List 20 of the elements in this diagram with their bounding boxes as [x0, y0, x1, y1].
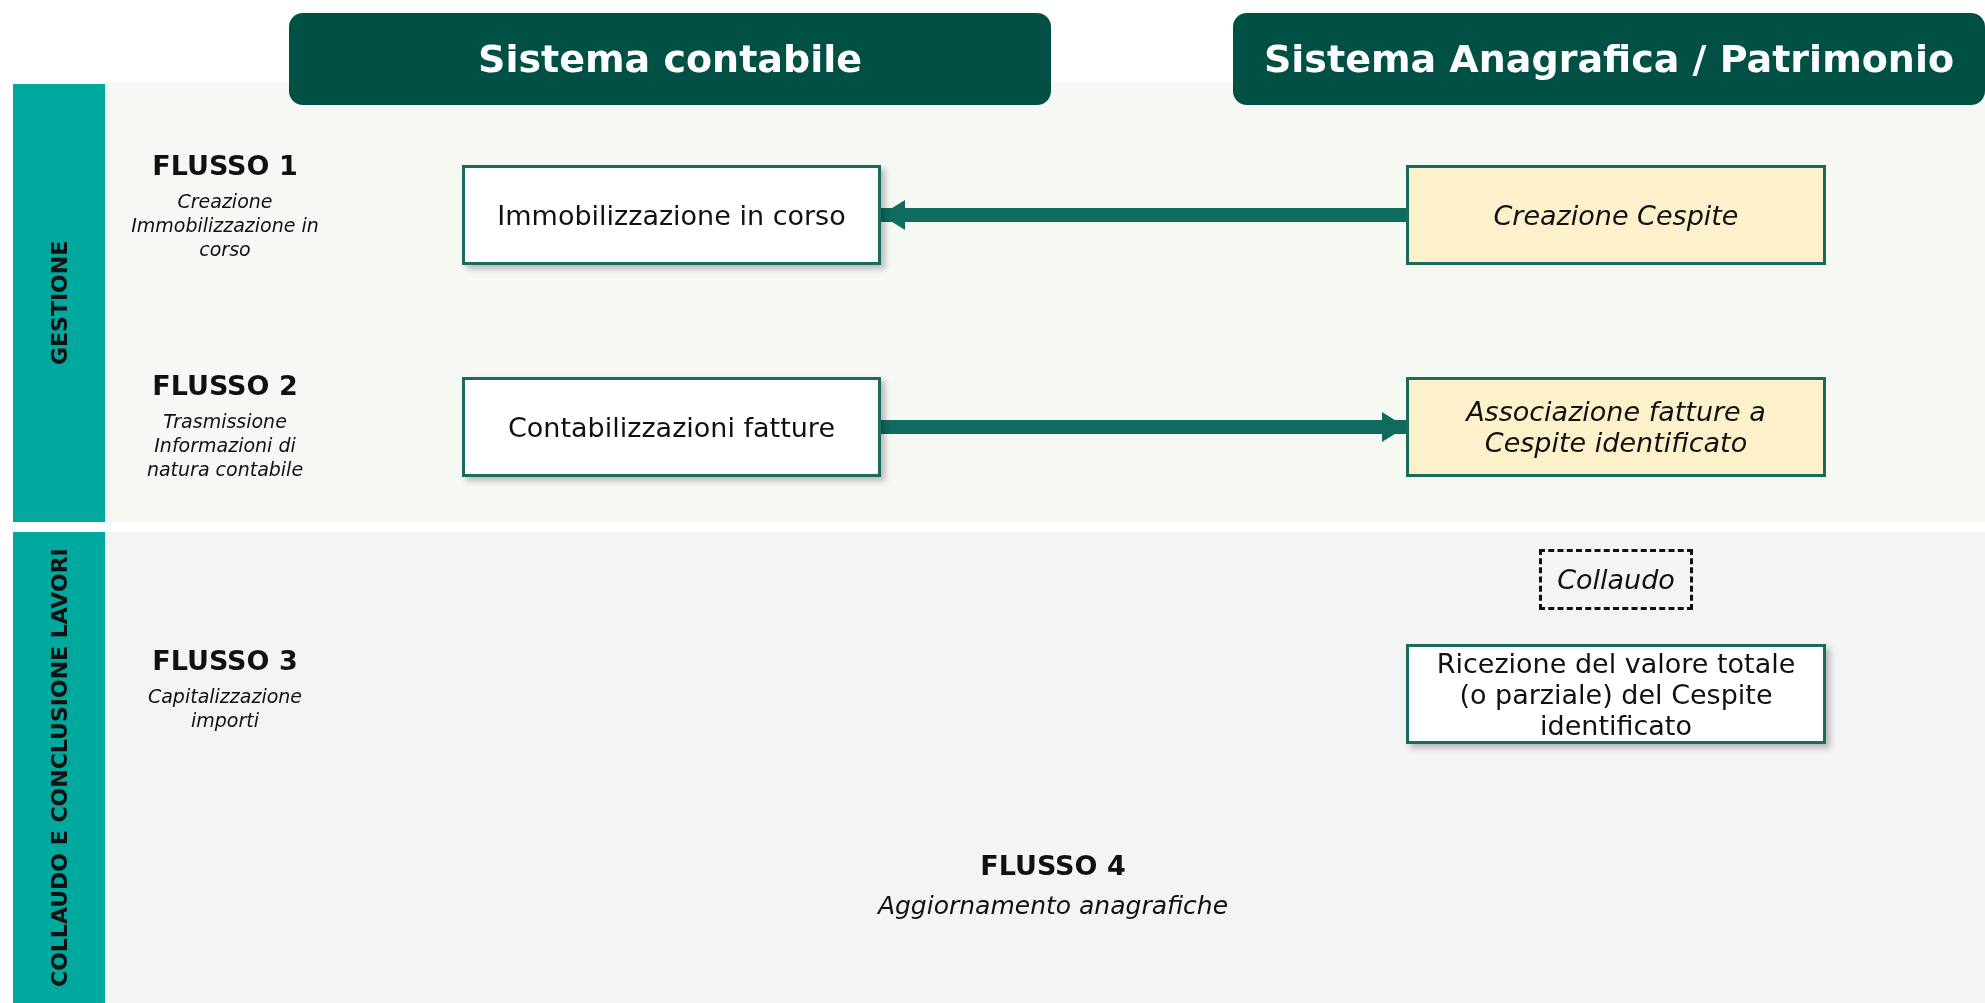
process-box: Immobilizzazione in corso — [462, 165, 881, 265]
process-box: Associazione fatture a Cespite identificato — [1406, 377, 1826, 477]
arrow — [881, 412, 1406, 442]
flow-description: Trasmissione Informazioni di natura contabile — [145, 410, 305, 482]
section-bar: GESTIONE — [13, 84, 105, 522]
header-banner: Sistema contabile — [289, 13, 1051, 105]
flow-heading: FLUSSO 2 — [151, 370, 299, 401]
section-bar: COLLAUDO E CONCLUSIONE LAVORI — [13, 532, 105, 1003]
process-box: Ricezione del valore totale (o parziale) del Cespite identificato — [1406, 644, 1826, 744]
flow-description: Creazione Immobilizzazione in corso — [130, 190, 320, 262]
flow-heading: FLUSSO 3 — [151, 645, 299, 676]
arrow — [881, 200, 1406, 230]
process-box: Creazione Cespite — [1406, 165, 1826, 265]
flow-description: Aggiornamento anagrafiche — [876, 890, 1230, 922]
process-box: Contabilizzazioni fatture — [462, 377, 881, 477]
flow-description: Capitalizzazione importi — [146, 685, 304, 733]
dashed-box: Collaudo — [1539, 549, 1693, 610]
flow-heading: FLUSSO 4 — [979, 850, 1127, 881]
header-banner: Sistema Anagrafica / Patrimonio — [1233, 13, 1985, 105]
flow-heading: FLUSSO 1 — [151, 150, 299, 181]
